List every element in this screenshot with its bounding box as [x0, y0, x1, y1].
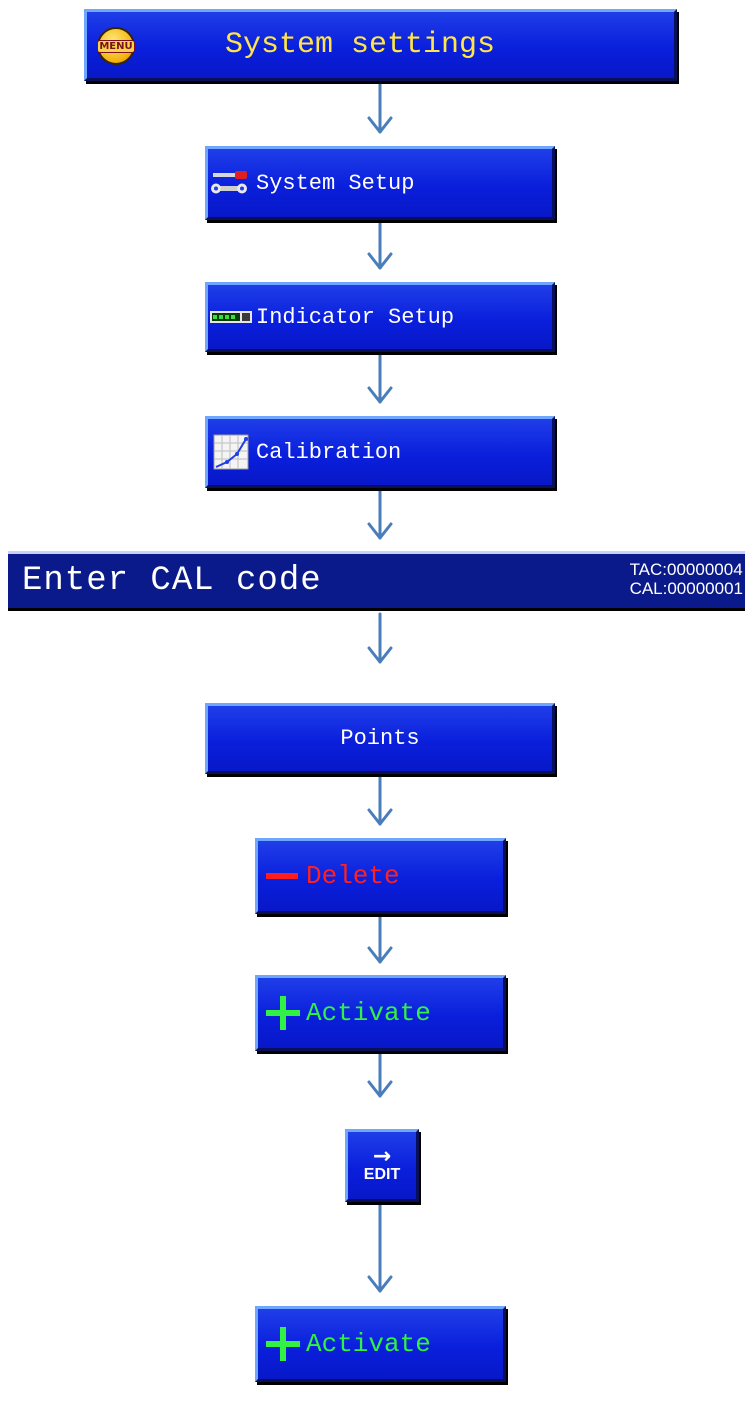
indicator-setup-label: Indicator Setup: [256, 304, 455, 330]
arrow-1: [367, 82, 393, 134]
menu-icon: MENU: [97, 27, 135, 65]
tac-counter: TAC:00000004: [629, 560, 743, 579]
edit-button[interactable]: → EDIT: [345, 1129, 419, 1202]
calibration-graph-icon: [210, 434, 252, 470]
activate-label: Activate: [306, 998, 431, 1028]
indicator-display-icon: [210, 300, 252, 334]
wrench-screwdriver-icon: [210, 166, 252, 200]
system-setup-button[interactable]: System Setup: [205, 146, 555, 220]
arrow-5: [367, 612, 393, 664]
minus-icon: [266, 873, 298, 879]
arrow-4: [367, 488, 393, 540]
cal-code-title: Enter CAL code: [22, 562, 322, 600]
calibration-label: Calibration: [256, 439, 402, 465]
indicator-setup-button[interactable]: Indicator Setup: [205, 282, 555, 352]
arrow-right-icon: →: [372, 1143, 392, 1169]
activate-button-final[interactable]: Activate: [255, 1306, 506, 1382]
plus-icon: [266, 1327, 300, 1361]
delete-button[interactable]: Delete: [255, 838, 506, 914]
points-button[interactable]: Points: [205, 703, 555, 774]
system-settings-label: System settings: [225, 28, 496, 62]
cal-code-status: TAC:00000004 CAL:00000001: [630, 560, 743, 598]
arrow-6: [367, 775, 393, 826]
plus-icon: [266, 996, 300, 1030]
arrow-9: [367, 1203, 393, 1293]
edit-label: EDIT: [363, 1165, 401, 1183]
system-setup-label: System Setup: [256, 170, 415, 196]
calibration-button[interactable]: Calibration: [205, 416, 555, 488]
system-settings-button[interactable]: MENU System settings: [84, 9, 677, 81]
cal-counter: CAL:00000001: [629, 579, 743, 598]
activate-label-final: Activate: [306, 1329, 431, 1359]
activate-button[interactable]: Activate: [255, 975, 506, 1051]
enter-cal-code-bar: Enter CAL code TAC:00000004 CAL:00000001: [8, 551, 745, 611]
arrow-2: [367, 220, 393, 270]
delete-label: Delete: [306, 861, 400, 891]
arrow-8: [367, 1050, 393, 1098]
menu-icon-text: MENU: [97, 39, 135, 53]
points-label: Points: [340, 726, 420, 751]
arrow-7: [367, 914, 393, 964]
arrow-3: [367, 352, 393, 404]
